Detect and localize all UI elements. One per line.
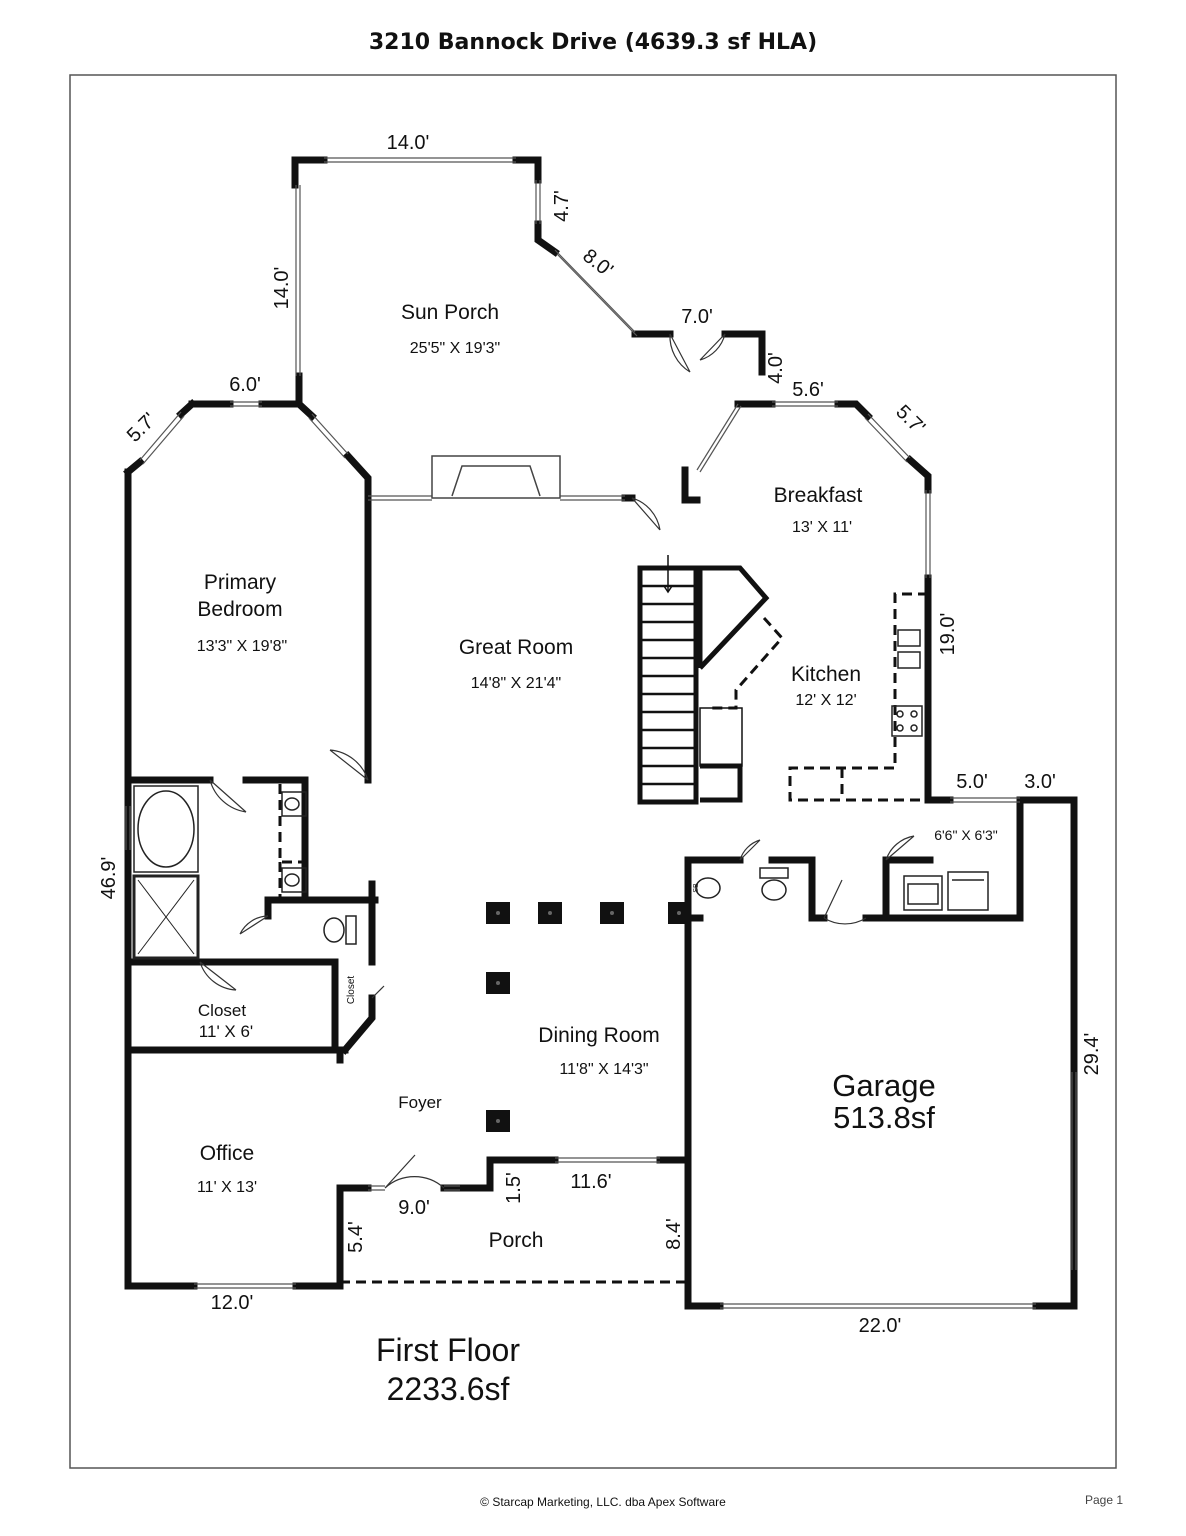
kitchen-name: Kitchen	[791, 663, 861, 686]
dim-garage-notch: 3.0'	[1024, 771, 1056, 793]
dining-room-name: Dining Room	[538, 1024, 659, 1047]
dim-sun-left: 14.0'	[271, 267, 293, 310]
sink	[695, 877, 721, 899]
great-room-name: Great Room	[459, 636, 573, 659]
bathtub	[133, 785, 199, 873]
windows	[125, 157, 1077, 1309]
sun-porch-name: Sun Porch	[401, 301, 499, 324]
toilet	[761, 879, 787, 901]
kitchen-sink	[897, 629, 921, 647]
dim-garage-bottom: 22.0'	[859, 1315, 902, 1337]
closet-size: 11' X 6'	[199, 1022, 253, 1041]
shower	[132, 874, 200, 960]
stairs	[637, 555, 770, 805]
room-labels: Sun Porch 25'5" X 19'3" Primary Bedroom …	[197, 301, 998, 1407]
kitchen-size: 12' X 12'	[795, 692, 856, 709]
primary-bedroom-size: 13'3" X 19'8"	[197, 638, 287, 655]
garage-area: 513.8sf	[833, 1100, 935, 1135]
dim-office-bottom: 12.0'	[211, 1292, 254, 1314]
dim-entry: 9.0'	[398, 1197, 430, 1219]
sink	[281, 791, 307, 817]
floor-name: First Floor	[376, 1332, 520, 1368]
closet-name: Closet	[198, 1001, 246, 1020]
walls	[123, 156, 1078, 1310]
dim-garage-right: 29.4'	[1081, 1033, 1103, 1076]
office-name: Office	[200, 1142, 254, 1165]
columns	[486, 902, 690, 1132]
sink-label: SB	[693, 883, 700, 893]
sun-porch-size: 25'5" X 19'3"	[410, 340, 500, 357]
dim-kitchen-right: 19.0'	[937, 613, 959, 656]
dashed-lines	[278, 592, 928, 1284]
dim-porch-step: 1.5'	[503, 1172, 525, 1204]
dim-bed-top: 6.0'	[229, 374, 261, 396]
dim-sun-top: 14.0'	[387, 132, 430, 154]
dim-bed-diag: 5.7'	[123, 409, 161, 447]
small-closet-name: Closet	[346, 976, 357, 1005]
dim-front-wall: 11.6'	[570, 1171, 611, 1193]
washer	[903, 875, 943, 911]
great-room-size: 14'8" X 21'4"	[471, 675, 561, 692]
page-title: 3210 Bannock Drive (4639.3 sf HLA)	[368, 30, 818, 55]
laundry-size: 6'6" X 6'3"	[934, 827, 998, 843]
primary-bedroom-name: Primary	[204, 571, 277, 594]
dim-sun-small: 4.0'	[765, 352, 787, 384]
garage-name: Garage	[832, 1068, 935, 1103]
stair-landing	[699, 707, 743, 767]
dim-brk-diag: 5.7'	[891, 401, 929, 439]
dim-porch-right: 8.4'	[663, 1218, 685, 1250]
dryer	[947, 871, 989, 911]
doors	[199, 333, 915, 1189]
dim-sun-right: 4.7'	[551, 190, 573, 222]
dining-room-size: 11'8" X 14'3"	[559, 1061, 648, 1078]
footer-page-number: Page 1	[1085, 1493, 1124, 1507]
sink	[281, 867, 307, 893]
cooktop	[891, 705, 923, 737]
dim-left-side: 46.9'	[98, 857, 120, 900]
foyer-name: Foyer	[398, 1093, 442, 1112]
footer-copyright: © Starcap Marketing, LLC. dba Apex Softw…	[480, 1495, 726, 1509]
dim-laundry-top: 5.0'	[956, 771, 988, 793]
floor-area: 2233.6sf	[387, 1371, 510, 1407]
dim-sun-step: 7.0'	[681, 306, 713, 328]
office-size: 11' X 13'	[197, 1179, 257, 1196]
primary-bedroom-name: Bedroom	[197, 598, 282, 621]
fixtures	[132, 629, 989, 960]
sheet-border	[69, 74, 1117, 1469]
breakfast-size: 13' X 11'	[792, 519, 852, 536]
toilet	[323, 917, 345, 943]
fireplace	[431, 455, 561, 499]
dim-brk-top: 5.6'	[792, 379, 824, 401]
dim-sun-diag: 8.0'	[578, 245, 616, 282]
dim-porch-left: 5.4'	[345, 1221, 367, 1253]
breakfast-name: Breakfast	[774, 484, 863, 507]
porch-name: Porch	[489, 1229, 544, 1252]
